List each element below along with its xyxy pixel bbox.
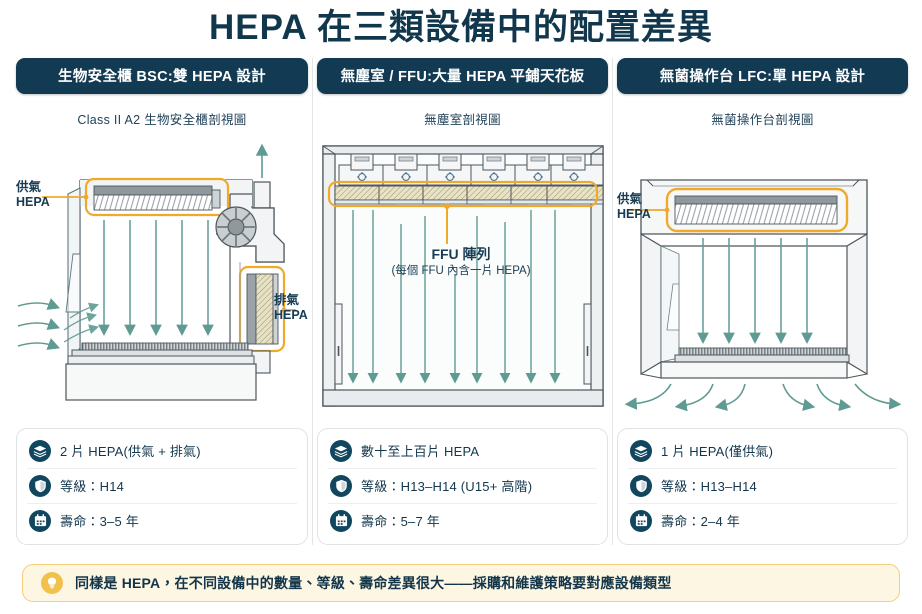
spec-card-lfc: 1 片 HEPA(僅供氣) 等級：H13–H14 壽命：2–4 年 [617,427,908,545]
subtitle-bsc: Class II A2 生物安全櫃剖視圖 [77,112,247,127]
shield-icon [29,474,51,497]
callout-line1: FFU 陣列 [431,245,491,262]
column-cleanroom: 無塵室 / FFU:大量 HEPA 平鋪天花板 無塵室剖視圖 [312,57,612,545]
shield-icon [630,474,652,497]
spec-row: 壽命：2–4 年 [628,502,897,538]
subtitle-lfc: 無菌操作台剖視圖 [711,112,814,127]
sash-inner-arrows [63,302,99,343]
door-panels [334,303,592,384]
outflow-arrows [624,383,902,411]
spec-row: 1 片 HEPA(僅供氣) [628,434,897,468]
callout-line2: HEPA [16,195,50,210]
lightbulb-icon [41,572,63,594]
spec-row: 壽命：5–7 年 [328,502,597,538]
downflow-arrows [697,237,813,344]
downflow-arrows [347,209,561,384]
lfc-svg [624,178,902,411]
spec-row: 壽命：3–5 年 [27,502,297,538]
spec-text: 等級：H13–H14 (U15+ 高階) [361,479,533,494]
callout-leader-lfc [631,207,670,212]
shield-icon [330,474,352,497]
page-title: HEPA 在三類設備中的配置差異 [208,8,714,47]
chip-bsc: 生物安全櫃 BSC:雙 HEPA 設計 [16,57,308,94]
footer-text: 同樣是 HEPA，在不同設備中的數量、等級、壽命差異很大——採購和維護策略要對應… [75,575,672,591]
cleanroom-svg [322,144,604,407]
callout-line2: (每個 FFU 內含一片 HEPA) [391,265,531,278]
callout-exhaust-hepa-bsc: 排氣 HEPA [274,293,308,324]
callout-line2: HEPA [274,308,308,323]
work-surface-lfc [640,347,868,379]
blower-fan [215,205,257,248]
spec-text: 2 片 HEPA(供氣 + 排氣) [60,444,201,459]
ffu-modules [327,153,604,207]
spec-row: 等級：H13–H14 (U15+ 高階) [328,467,597,503]
callout-supply-hepa-lfc: 供氣 HEPA [617,192,651,223]
callout-line2: HEPA [617,207,651,222]
layers-icon [29,439,51,462]
chip-cleanroom: 無塵室 / FFU:大量 HEPA 平鋪天花板 [317,57,608,94]
spec-row: 等級：H14 [27,467,297,503]
subtitle-cleanroom: 無塵室剖視圖 [424,112,501,127]
callout-line1: 供氣 [617,191,643,206]
column-bsc: 生物安全櫃 BSC:雙 HEPA 設計 Class II A2 生物安全櫃剖視圖 [12,57,312,545]
layers-icon [330,439,352,462]
exhaust-duct [253,143,271,209]
spec-text: 1 片 HEPA(僅供氣) [661,444,774,459]
spec-text: 等級：H14 [60,479,125,494]
spec-row: 數十至上百片 HEPA [328,434,597,468]
diagram-cleanroom: FFU 陣列 (每個 FFU 內含一片 HEPA) [317,134,608,424]
spec-card-bsc: 2 片 HEPA(供氣 + 排氣) 等級：H14 壽命：3–5 年 [16,427,308,545]
footer-banner: 同樣是 HEPA，在不同設備中的數量、等級、壽命差異很大——採購和維護策略要對應… [22,564,900,602]
work-surface [65,342,257,401]
sash-glass [65,186,81,366]
spec-text: 數十至上百片 HEPA [361,444,480,459]
calendar-icon [29,509,51,532]
spec-row: 等級：H13–H14 [628,467,897,503]
spec-row: 2 片 HEPA(供氣 + 排氣) [27,434,297,468]
layers-icon [630,439,652,462]
diagram-bsc: 供氣 HEPA 排氣 HEPA [16,134,308,424]
callout-leader-ffu [444,202,450,244]
calendar-icon [330,509,352,532]
callout-line1: 供氣 [16,179,42,194]
columns-container: 生物安全櫃 BSC:雙 HEPA 設計 Class II A2 生物安全櫃剖視圖 [0,57,922,545]
callout-supply-hepa-bsc: 供氣 HEPA [16,180,50,211]
chip-lfc: 無菌操作台 LFC:單 HEPA 設計 [617,57,908,94]
spec-card-cleanroom: 數十至上百片 HEPA 等級：H13–H14 (U15+ 高階) 壽命：5–7 … [317,427,608,545]
intake-arrows [17,297,60,350]
spec-text: 壽命：3–5 年 [60,514,139,529]
callout-ffu-array: FFU 陣列 (每個 FFU 內含一片 HEPA) [381,246,541,279]
spec-text: 壽命：2–4 年 [661,514,740,529]
column-lfc: 無菌操作台 LFC:單 HEPA 設計 無菌操作台剖視圖 [612,57,912,545]
downflow-arrows [98,219,214,336]
callout-leaders [42,194,296,312]
callout-line1: 排氣 [274,292,300,307]
supply-hepa-filter [84,177,230,216]
spec-text: 等級：H13–H14 [661,479,757,494]
diagram-lfc: 供氣 HEPA [617,134,908,424]
spec-text: 壽命：5–7 年 [361,514,440,529]
calendar-icon [630,509,652,532]
bsc-svg [17,143,296,401]
